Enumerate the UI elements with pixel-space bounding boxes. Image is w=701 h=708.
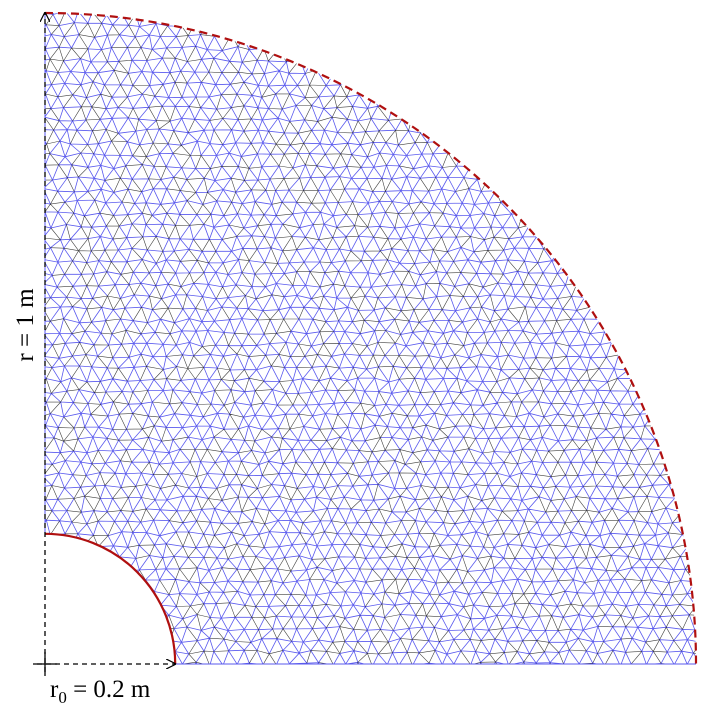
mesh-edges [45,13,696,664]
outer-radius-label: r = 1 m [12,288,39,362]
inner-radius-subscript: 0 [58,688,67,707]
triangular-mesh [45,13,696,664]
inner-radius-label: r0 = 0.2 m [50,676,151,707]
mesh-edges-dark [45,13,696,664]
inner-boundary-arc [44,532,177,665]
origin-cross [33,652,57,676]
outer-boundary-arc [44,11,698,665]
